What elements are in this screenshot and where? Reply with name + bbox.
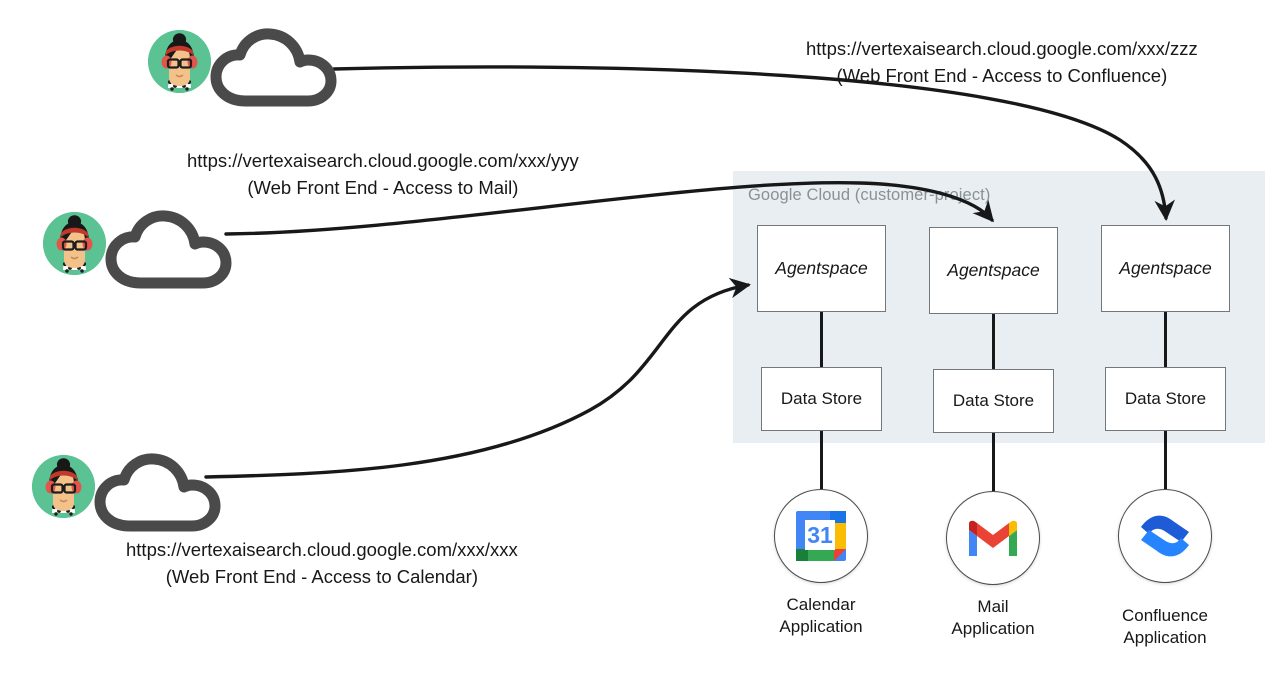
connector-datastore-app-3 [1164, 431, 1167, 489]
google-cloud-panel-label: Google Cloud (customer-project) [748, 186, 991, 204]
connector-datastore-app-1 [820, 431, 823, 489]
confluence-app-caption: Confluence Application [1065, 605, 1265, 649]
url-caption-mail: https://vertexaisearch.cloud.google.com/… [187, 148, 579, 202]
url-text: https://vertexaisearch.cloud.google.com/… [126, 539, 518, 560]
calendar-app-caption-line1: Calendar [786, 595, 856, 614]
user-avatar-icon [148, 30, 211, 93]
calendar-app-caption: Calendar Application [721, 594, 921, 638]
url-caption-calendar: https://vertexaisearch.cloud.google.com/… [126, 537, 518, 591]
arrow-user-to-calendar [204, 277, 751, 479]
agentspace-label: Agentspace [947, 260, 1040, 281]
user-avatar-icon [43, 212, 106, 275]
connector-agentspace-datastore-2 [992, 313, 995, 370]
cloud-icon [210, 28, 340, 108]
mail-app-caption-line2: Application [951, 619, 1035, 639]
datastore-label: Data Store [1124, 389, 1207, 409]
connector-agentspace-datastore-1 [820, 311, 823, 368]
confluence-app-caption-line2: Application [1123, 628, 1207, 648]
google-calendar-icon: 31 [792, 507, 850, 565]
connector-agentspace-datastore-3 [1164, 311, 1167, 368]
url-description: (Web Front End - Access to Confluence) [836, 64, 1168, 86]
cloud-icon [105, 210, 235, 290]
cloud-icon [94, 453, 224, 533]
gmail-icon [965, 516, 1021, 560]
datastore-label: Data Store [952, 391, 1035, 411]
datastore-box-mail[interactable]: Data Store [933, 369, 1054, 433]
agentspace-label: Agentspace [775, 258, 868, 279]
url-description: (Web Front End - Access to Calendar) [165, 565, 478, 587]
confluence-app-caption-line1: Confluence [1121, 606, 1208, 625]
url-caption-confluence: https://vertexaisearch.cloud.google.com/… [806, 36, 1198, 90]
confluence-app-circle[interactable] [1118, 489, 1212, 583]
user-avatar-icon [32, 455, 95, 518]
mail-app-circle[interactable] [946, 491, 1040, 585]
url-description: (Web Front End - Access to Mail) [247, 176, 519, 198]
confluence-icon [1137, 511, 1193, 561]
agentspace-box-mail[interactable]: Agentspace [929, 227, 1058, 314]
datastore-box-confluence[interactable]: Data Store [1105, 367, 1226, 431]
url-text: https://vertexaisearch.cloud.google.com/… [806, 38, 1198, 59]
calendar-app-caption-line2: Application [779, 617, 863, 637]
datastore-label: Data Store [780, 389, 863, 409]
agentspace-label: Agentspace [1119, 258, 1212, 279]
calendar-day-number: 31 [807, 522, 833, 548]
url-text: https://vertexaisearch.cloud.google.com/… [187, 150, 579, 171]
mail-app-caption: Mail Application [893, 596, 1093, 640]
agentspace-box-calendar[interactable]: Agentspace [757, 225, 886, 312]
connector-datastore-app-2 [992, 433, 995, 491]
mail-app-caption-line1: Mail [977, 597, 1009, 616]
datastore-box-calendar[interactable]: Data Store [761, 367, 882, 431]
agentspace-box-confluence[interactable]: Agentspace [1101, 225, 1230, 312]
calendar-app-circle[interactable]: 31 [774, 489, 868, 583]
